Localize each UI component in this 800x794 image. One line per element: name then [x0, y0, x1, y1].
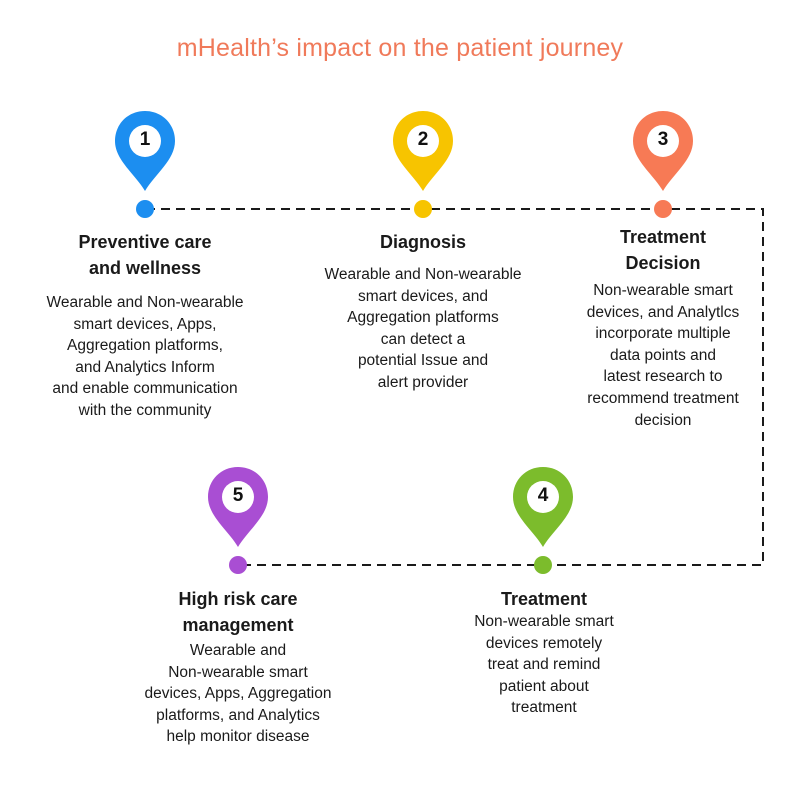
step-number: 5	[232, 485, 244, 506]
timeline-dot-step-5	[229, 556, 247, 574]
step-number: 3	[657, 129, 669, 150]
step-number: 2	[417, 129, 429, 150]
step-number: 4	[537, 485, 549, 506]
pin-marker-step-3: 3	[631, 110, 695, 192]
timeline-dot-step-1	[136, 200, 154, 218]
pin-marker-step-5: 5	[206, 466, 270, 548]
pin-marker-step-2: 2	[391, 110, 455, 192]
timeline-dot-step-4	[534, 556, 552, 574]
step-4-title: Treatment	[500, 589, 588, 609]
pin-marker-step-1: 1	[113, 110, 177, 192]
page-title: mHealth’s impact on the patient journey	[176, 34, 624, 62]
map-pin-icon	[513, 467, 573, 547]
map-pin-icon	[208, 467, 268, 547]
map-pin-icon	[115, 111, 175, 191]
timeline-dot-step-3	[654, 200, 672, 218]
step-number: 1	[139, 129, 151, 150]
map-pin-icon	[393, 111, 453, 191]
step-2-title: Diagnosis	[379, 232, 467, 252]
map-pin-icon	[633, 111, 693, 191]
timeline-dot-step-2	[414, 200, 432, 218]
pin-marker-step-4: 4	[511, 466, 575, 548]
